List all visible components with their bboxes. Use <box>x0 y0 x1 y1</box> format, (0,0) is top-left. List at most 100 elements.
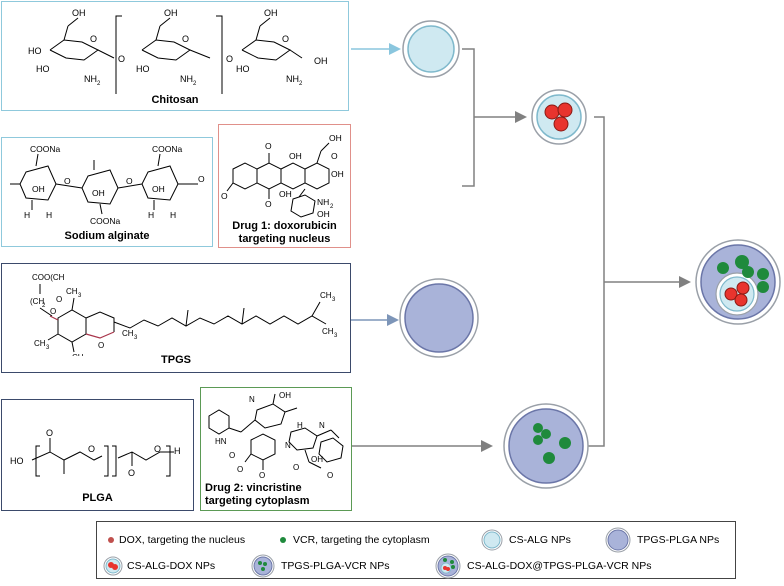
vcr-atom: OH <box>279 391 291 400</box>
tpgs-atom: CH <box>320 291 332 300</box>
sodium-alginate-box: COONa COONa COONa O O O OH OH OH H H H H… <box>1 137 213 247</box>
alginate-atom: O <box>198 174 205 184</box>
plga-atom: O <box>154 444 161 454</box>
chitosan-atom: O <box>182 34 189 44</box>
plga-atom: y <box>170 479 174 480</box>
chitosan-atom: 2 <box>193 81 197 87</box>
legend: DOX, targeting the nucleus VCR, targetin… <box>96 521 736 579</box>
vincristine-box: OH N HN O O O N H N OH O O Drug 2: vincr… <box>200 387 352 511</box>
vcr-atom: N <box>319 421 325 430</box>
dox-atom: OH <box>331 169 344 179</box>
cs-alg-np <box>402 20 460 78</box>
plga-structure: HO O O x O O H y <box>10 428 181 480</box>
alginate-atom: COONa <box>30 144 61 154</box>
tpgs-atom: CH <box>34 339 46 348</box>
cs-alg-dox-np-icon <box>103 556 123 576</box>
chitosan-atom: O <box>118 54 125 64</box>
vcr-atom: N <box>249 395 255 404</box>
combined-np <box>695 239 781 325</box>
alginate-atom: H <box>148 210 154 220</box>
dox-atom: OH <box>317 209 330 219</box>
combined-np-icon <box>435 553 461 579</box>
chitosan-structure: OH HO HO O O NH 2 OH O HO NH 2 O OH O HO… <box>28 8 328 94</box>
chitosan-atom: O <box>226 54 233 64</box>
alginate-atom: OH <box>152 184 165 194</box>
dox-dot-icon <box>108 537 114 543</box>
doxorubicin-structure: O OH OH O OH O OH O NH 2 OH <box>221 133 344 219</box>
plga-atom: x <box>108 479 112 480</box>
bracket-final <box>588 116 605 447</box>
dox-atom: O <box>265 199 272 209</box>
vcr-atom: HN <box>215 437 227 446</box>
legend-tpgs-plga: TPGS-PLGA NPs <box>637 534 720 546</box>
tpgs-atom: (CH <box>30 297 44 306</box>
vcr-dot-icon <box>280 537 286 543</box>
vincristine-label-line2: targeting cytoplasm <box>205 495 310 507</box>
chitosan-atom: HO <box>136 64 150 74</box>
chitosan-atom: HO <box>236 64 250 74</box>
chitosan-atom: NH <box>286 74 299 84</box>
tpgs-atom: O <box>50 307 56 316</box>
alginate-atom: H <box>24 210 30 220</box>
plga-atom: HO <box>10 456 24 466</box>
sodium-alginate-label: Sodium alginate <box>64 230 150 242</box>
plga-atom: O <box>128 468 135 478</box>
chitosan-atom: O <box>282 34 289 44</box>
chitosan-atom: OH <box>314 56 328 66</box>
dox-atom: OH <box>279 189 292 199</box>
dox-atom: OH <box>329 133 342 143</box>
tpgs-atom: CH <box>322 327 334 336</box>
tpgs-atom: CH <box>66 287 78 296</box>
chitosan-atom: OH <box>72 8 86 18</box>
tpgs-atom: 3 <box>78 293 82 299</box>
chitosan-label: Chitosan <box>151 94 199 106</box>
tpgs-atom: 3 <box>334 333 338 339</box>
legend-combined: CS-ALG-DOX@TPGS-PLGA-VCR NPs <box>467 560 652 572</box>
chitosan-atom: HO <box>28 46 42 56</box>
vcr-atom: O <box>327 471 333 480</box>
cs-alg-dox-np <box>531 89 587 145</box>
doxorubicin-box: O OH OH O OH O OH O NH 2 OH Drug 1: doxo… <box>218 124 351 248</box>
tpgs-plga-np-icon <box>605 527 631 553</box>
chitosan-atom: NH <box>84 74 97 84</box>
alginate-atom: COONa <box>152 144 183 154</box>
plga-atom: H <box>174 446 181 456</box>
vincristine-label-line1: Drug 2: vincristine <box>205 482 302 494</box>
plga-atom: O <box>46 428 53 438</box>
tpgs-atom: 2 <box>42 303 46 309</box>
vcr-atom: O <box>229 451 235 460</box>
tpgs-structure: COO(CH (CH 2 O O O CH 3 CH 3 CH 3 CH 3 C… <box>30 273 338 356</box>
doxorubicin-label-line1: Drug 1: doxorubicin <box>232 220 337 232</box>
bracket-csalg <box>462 48 475 187</box>
chitosan-atom: NH <box>180 74 193 84</box>
plga-atom: O <box>88 444 95 454</box>
tpgs-box: COO(CH (CH 2 O O O CH 3 CH 3 CH 3 CH 3 C… <box>1 263 351 373</box>
chitosan-atom: 2 <box>299 81 303 87</box>
tpgs-atom: 3 <box>332 297 336 303</box>
tpgs-atom: O <box>98 341 104 350</box>
tpgs-label: TPGS <box>161 354 191 366</box>
legend-tpgs-plga-vcr: TPGS-PLGA-VCR NPs <box>281 560 390 572</box>
vcr-atom: O <box>259 471 265 480</box>
dox-atom: O <box>331 151 338 161</box>
tpgs-plga-np <box>399 278 479 358</box>
assembly-flow-diagram <box>351 20 781 489</box>
chitosan-atom: HO <box>36 64 50 74</box>
plga-box: HO O O x O O H y PLGA <box>1 399 194 511</box>
tpgs-plga-vcr-np-icon <box>251 554 275 578</box>
vcr-atom: H <box>297 421 303 430</box>
cs-alg-np-icon <box>481 529 503 551</box>
chitosan-atom: O <box>90 34 97 44</box>
vcr-atom: OH <box>311 455 323 464</box>
doxorubicin-label-line2: targeting nucleus <box>238 233 331 245</box>
dox-atom: OH <box>289 151 302 161</box>
alginate-atom: O <box>126 176 133 186</box>
tpgs-atom: COO(CH <box>32 273 65 282</box>
vcr-atom: O <box>237 465 243 474</box>
tpgs-atom: CH <box>122 329 134 338</box>
dox-atom: O <box>221 191 228 201</box>
vincristine-structure: OH N HN O O O N H N OH O O <box>208 391 344 480</box>
legend-cs-alg-dox: CS-ALG-DOX NPs <box>127 560 216 572</box>
alginate-atom: H <box>46 210 52 220</box>
vcr-atom: O <box>293 463 299 472</box>
